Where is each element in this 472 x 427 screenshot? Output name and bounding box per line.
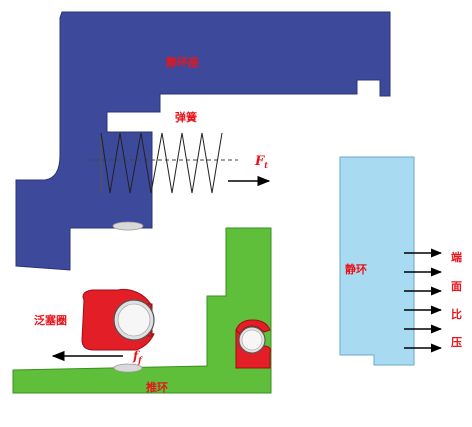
spring-force-label: Ft: [254, 154, 268, 170]
fan-seal-label: 泛塞圈: [34, 313, 67, 327]
push-ring-label: 推环: [146, 380, 168, 394]
seat-contact: [112, 221, 144, 231]
stationary-ring-label: 静环: [345, 262, 367, 276]
spring-coils: [100, 132, 223, 194]
spring-force-symbol: F: [254, 154, 265, 169]
end-face-pressure-arrows: [404, 248, 443, 353]
fan-seal-left: [81, 288, 155, 351]
spring-label: 弹簧: [175, 110, 197, 124]
seat-label: 静环座: [166, 55, 199, 69]
spring-force-subscript: t: [264, 160, 268, 170]
stationary-ring-body: [339, 156, 415, 366]
friction-force-label: ff: [132, 349, 143, 365]
end-face-pressure-char: 压: [451, 335, 462, 349]
end-face-pressure-char: 比: [451, 307, 462, 321]
push-ring-body: [12, 227, 272, 394]
seat-body: [15, 11, 391, 271]
friction-force-subscript: f: [137, 355, 143, 365]
fan-seal-right: [235, 319, 271, 369]
friction-force-symbol: f: [132, 349, 140, 363]
push-ring-contact: [113, 363, 143, 373]
end-face-pressure-char: 端: [451, 250, 462, 264]
end-face-pressure-char: 面: [451, 280, 462, 293]
